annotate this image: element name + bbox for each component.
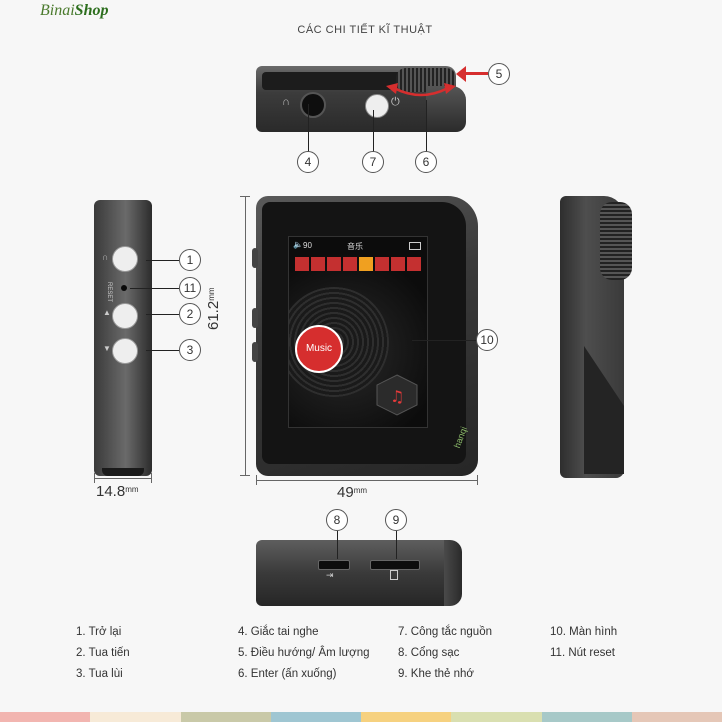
reset-hole[interactable] <box>121 285 127 291</box>
callout-1: 1 <box>179 249 201 271</box>
brand-part1: Binai <box>40 2 75 19</box>
back-button[interactable] <box>112 246 138 272</box>
callout-4: 4 <box>297 151 319 173</box>
headphone-jack[interactable] <box>300 92 326 118</box>
width-dimension: 49mm <box>337 484 368 501</box>
bottom-view-device: ⇥ <box>256 540 462 606</box>
legend-item: 11. Nút reset <box>550 647 615 659</box>
wheel-arrow <box>462 72 488 75</box>
callout-11: 11 <box>179 277 201 299</box>
rewind-icon: ▼ <box>103 344 111 353</box>
color-stripe <box>180 712 272 722</box>
top-view-device: ∩ ⏻ <box>256 66 466 132</box>
callout-5: 5 <box>488 63 510 85</box>
svg-text:♫: ♫ <box>390 387 404 406</box>
volume-icon: 🔈 <box>293 240 303 249</box>
color-stripe <box>270 712 362 722</box>
right-side-device <box>560 196 632 478</box>
legend-item: 3. Tua lùi <box>76 668 123 680</box>
callout-2: 2 <box>179 303 201 325</box>
color-stripe <box>541 712 633 722</box>
legend-item: 4. Giắc tai nghe <box>238 626 319 638</box>
color-stripe <box>361 712 453 722</box>
legend-item: 2. Tua tiến <box>76 647 130 659</box>
battery-icon <box>409 242 421 250</box>
forward-button[interactable] <box>112 303 138 329</box>
legend-item: 5. Điều hướng/ Âm lượng <box>238 647 370 659</box>
side-scroll-wheel[interactable] <box>600 202 632 280</box>
press-arrow <box>386 83 456 97</box>
back-icon: ∩ <box>102 252 109 262</box>
callout-6: 6 <box>415 151 437 173</box>
power-button[interactable] <box>365 94 389 118</box>
volume-value: 90 <box>303 241 312 250</box>
height-dimension: 61.2mm <box>205 287 222 330</box>
legend-item: 7. Công tắc nguồn <box>398 626 492 638</box>
music-button[interactable]: Music <box>295 325 343 373</box>
device-screen[interactable]: 🔈 90 音乐 Music ♫ <box>288 236 428 428</box>
card-icon <box>390 570 398 580</box>
forward-icon: ▲ <box>103 308 111 317</box>
legend-item: 1. Trở lại <box>76 626 122 638</box>
legend-item: 9. Khe thẻ nhớ <box>398 668 474 680</box>
power-icon: ⏻ <box>391 96 400 108</box>
usb-port[interactable] <box>318 560 350 570</box>
rewind-button[interactable] <box>112 338 138 364</box>
headphone-icon: ∩ <box>282 96 290 108</box>
page-title: CÁC CHI TIẾT KĨ THUẬT <box>297 24 433 36</box>
card-slot[interactable] <box>370 560 420 570</box>
color-stripe <box>0 712 92 722</box>
callout-3: 3 <box>179 339 201 361</box>
depth-dimension: 14.8mm <box>96 483 139 500</box>
front-device: 🔈 90 音乐 Music ♫ hanqi <box>252 196 478 476</box>
legend-item: 6. Enter (ấn xuống) <box>238 668 337 680</box>
callout-7: 7 <box>362 151 384 173</box>
callout-9: 9 <box>385 509 407 531</box>
color-stripe <box>451 712 543 722</box>
music-note-hexagon[interactable]: ♫ <box>375 373 419 417</box>
legend-item: 10. Màn hình <box>550 626 618 638</box>
callout-8: 8 <box>326 509 348 531</box>
legend-item: 8. Cổng sạc <box>398 647 460 659</box>
reset-label: RESET <box>106 282 112 303</box>
color-stripe <box>631 712 722 722</box>
brand-logo: BinaiShop <box>40 2 108 20</box>
screen-header: 音乐 <box>347 242 363 251</box>
menu-icon-row <box>295 257 421 271</box>
color-stripe <box>90 712 182 722</box>
wheel-arrow-head <box>456 66 466 82</box>
left-side-device: ∩ RESET ▲ ▼ <box>94 200 152 476</box>
callout-10: 10 <box>476 329 498 351</box>
brand-part2: Shop <box>74 2 109 19</box>
usb-icon: ⇥ <box>326 570 334 580</box>
